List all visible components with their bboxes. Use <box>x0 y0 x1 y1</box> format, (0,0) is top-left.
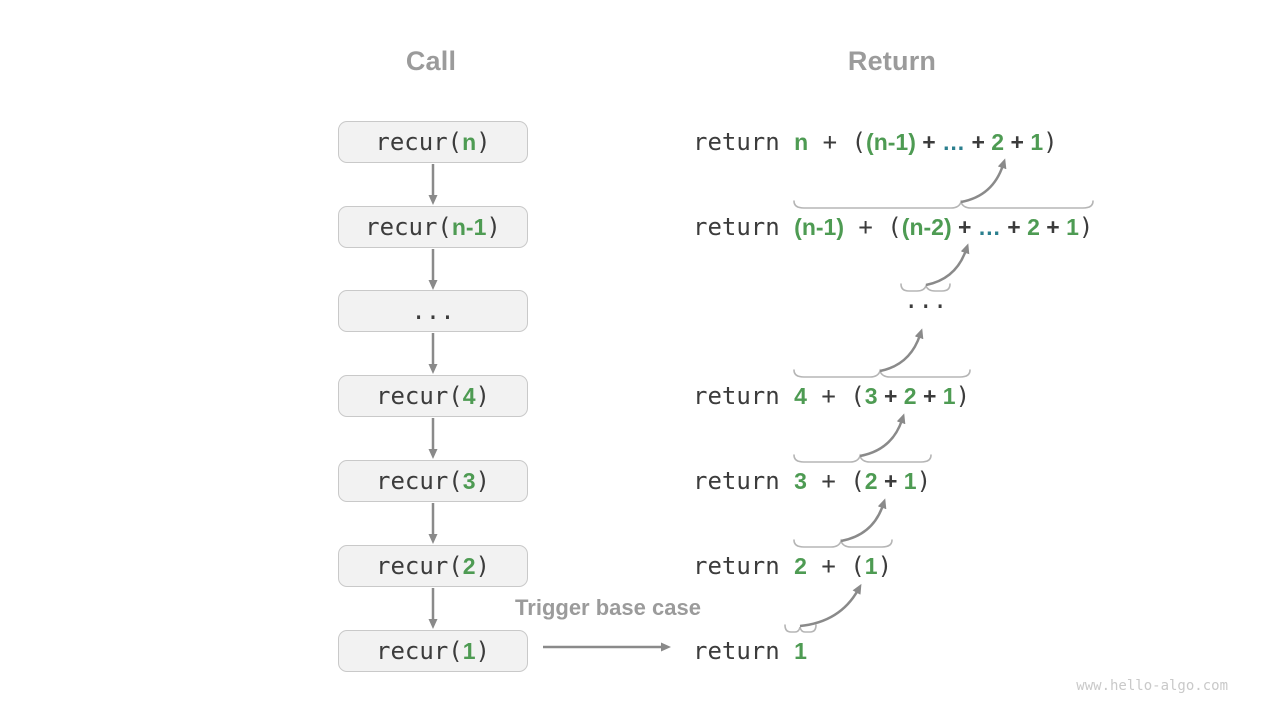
text-segment: recur( <box>376 552 463 580</box>
text-segment: ... <box>411 297 455 325</box>
trigger-base-case-label: Trigger base case <box>515 595 701 620</box>
return-arrow-to-3 <box>840 498 887 543</box>
text-segment: return <box>693 213 795 241</box>
text-segment: + <box>1004 129 1031 155</box>
text-segment: ( <box>850 382 865 410</box>
text-segment: n-1 <box>451 213 487 240</box>
brace-return-1 <box>784 624 817 633</box>
text-segment: 3 <box>462 467 476 494</box>
call-box-recur-4: recur(4) <box>338 375 528 417</box>
text-segment: + <box>877 383 904 409</box>
text-segment: + <box>806 552 851 580</box>
text-segment: ) <box>476 128 491 156</box>
text-segment: 1 <box>462 637 476 664</box>
text-segment: + <box>915 129 943 155</box>
text-segment: return <box>693 637 795 665</box>
text-segment: ) <box>877 552 893 580</box>
text-segment: (n-1) <box>866 129 916 155</box>
call-box-recur-3: recur(3) <box>338 460 528 502</box>
call-box-recur-1: recur(1) <box>338 630 528 672</box>
text-segment: + <box>806 467 851 495</box>
text-segment: recur( <box>365 213 452 241</box>
text-segment: + <box>951 214 978 240</box>
call-box-recur-2: recur(2) <box>338 545 528 587</box>
text-segment: … <box>977 214 1001 240</box>
text-segment: 4 <box>794 383 807 409</box>
text-segment: ) <box>1078 213 1094 241</box>
text-segment: 2 <box>462 552 476 579</box>
text-segment: 2 <box>991 129 1005 155</box>
text-segment: recur( <box>376 382 463 410</box>
text-segment: recur( <box>375 128 463 156</box>
watermark: www.hello-algo.com <box>1076 678 1228 694</box>
text-segment: + <box>843 213 888 241</box>
text-segment: ( <box>887 213 902 241</box>
text-segment: return <box>693 382 795 410</box>
text-segment: ( <box>850 552 865 580</box>
text-segment: recur( <box>376 467 463 495</box>
return-row-ellipsis: ... <box>904 285 947 315</box>
call-column-header: Call <box>405 46 457 76</box>
text-segment: n <box>462 128 477 155</box>
text-segment: + <box>965 129 992 155</box>
return-arrow-to-n <box>960 158 1007 204</box>
text-segment: 2 <box>864 468 878 494</box>
call-box-ellipsis: ... <box>338 290 528 332</box>
text-segment: ) <box>486 213 501 241</box>
return-row-n: return n + ((n-1) + … + 2 + 1) <box>693 127 1058 157</box>
brace-return-n-1 <box>793 199 1094 209</box>
return-arrow-to-n-1 <box>925 243 970 287</box>
text-segment: return <box>693 128 795 156</box>
return-row-2: return 2 + (1) <box>693 551 892 581</box>
text-segment: (n-2) <box>901 214 952 240</box>
brace-return-2 <box>793 538 893 548</box>
text-segment: ) <box>475 552 490 580</box>
text-segment: + <box>877 468 904 494</box>
text-segment: 2 <box>1027 214 1040 240</box>
text-segment: n <box>794 129 809 155</box>
return-arrow-to-2 <box>799 583 862 628</box>
text-segment: recur( <box>376 637 463 665</box>
text-segment: 2 <box>903 383 917 409</box>
text-segment: ) <box>475 637 490 665</box>
call-box-recur-n: recur(n) <box>338 121 528 163</box>
text-segment: 3 <box>864 383 878 409</box>
text-segment: return <box>693 552 795 580</box>
text-segment: ( <box>851 128 867 156</box>
call-box-recur-n-1: recur(n-1) <box>338 206 528 248</box>
return-row-3: return 3 + (2 + 1) <box>693 466 931 496</box>
text-segment: (n-1) <box>794 214 844 240</box>
brace-return-3 <box>793 453 932 463</box>
text-segment: ) <box>1043 128 1058 156</box>
return-column-header: Return <box>847 46 937 76</box>
return-row-n-1: return (n-1) + ((n-2) + … + 2 + 1) <box>693 212 1093 242</box>
text-segment: 1 <box>1030 129 1044 155</box>
text-segment: + <box>1000 214 1028 240</box>
brace-return-4 <box>793 368 971 378</box>
text-segment: ) <box>475 382 490 410</box>
return-arrow-to-4 <box>859 413 906 458</box>
text-segment: ( <box>850 467 865 495</box>
text-segment: 1 <box>864 553 878 579</box>
text-segment: 1 <box>942 383 956 409</box>
text-segment: + <box>808 128 852 156</box>
text-segment: 1 <box>1066 214 1079 240</box>
text-segment: 2 <box>794 553 807 579</box>
return-row-4: return 4 + (3 + 2 + 1) <box>693 381 970 411</box>
text-segment: ... <box>904 286 948 314</box>
text-segment: ) <box>916 467 932 495</box>
text-segment: ) <box>475 467 490 495</box>
text-segment: return <box>693 467 795 495</box>
text-segment: 1 <box>794 638 807 664</box>
text-segment: 1 <box>903 468 917 494</box>
text-segment: 4 <box>462 382 476 409</box>
text-segment: ) <box>955 382 971 410</box>
text-segment: + <box>916 383 943 409</box>
return-arrow-to-ellipsis <box>879 328 924 373</box>
text-segment: … <box>942 129 966 155</box>
text-segment: + <box>1039 214 1067 240</box>
return-row-1: return 1 <box>693 636 807 666</box>
text-segment: + <box>806 382 851 410</box>
text-segment: 3 <box>794 468 807 494</box>
